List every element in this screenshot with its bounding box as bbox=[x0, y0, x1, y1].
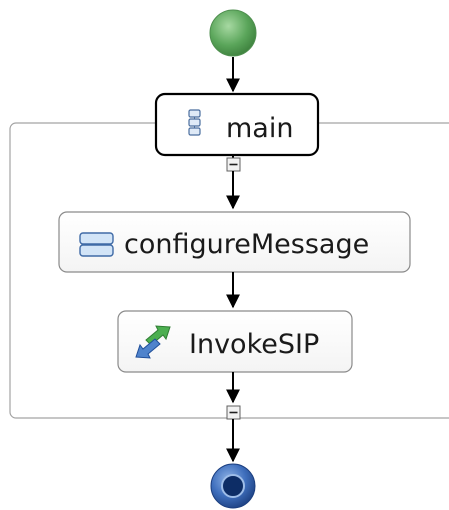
activity-label: InvokeSIP bbox=[189, 329, 319, 360]
activity-label: configureMessage bbox=[124, 229, 369, 260]
assign-activity-icon bbox=[79, 232, 114, 257]
end-event[interactable] bbox=[210, 463, 256, 509]
activity-configure-message[interactable]: configureMessage bbox=[58, 211, 411, 273]
collapse-toggle-bottom[interactable] bbox=[226, 405, 241, 420]
sequence-scope-icon bbox=[188, 109, 201, 136]
activity-invoke-sip[interactable]: InvokeSIP bbox=[117, 310, 353, 373]
scope-header-node[interactable]: main bbox=[154, 92, 320, 157]
start-event[interactable] bbox=[209, 9, 257, 57]
invoke-activity-icon bbox=[135, 325, 171, 359]
scope-label: main bbox=[226, 113, 293, 144]
